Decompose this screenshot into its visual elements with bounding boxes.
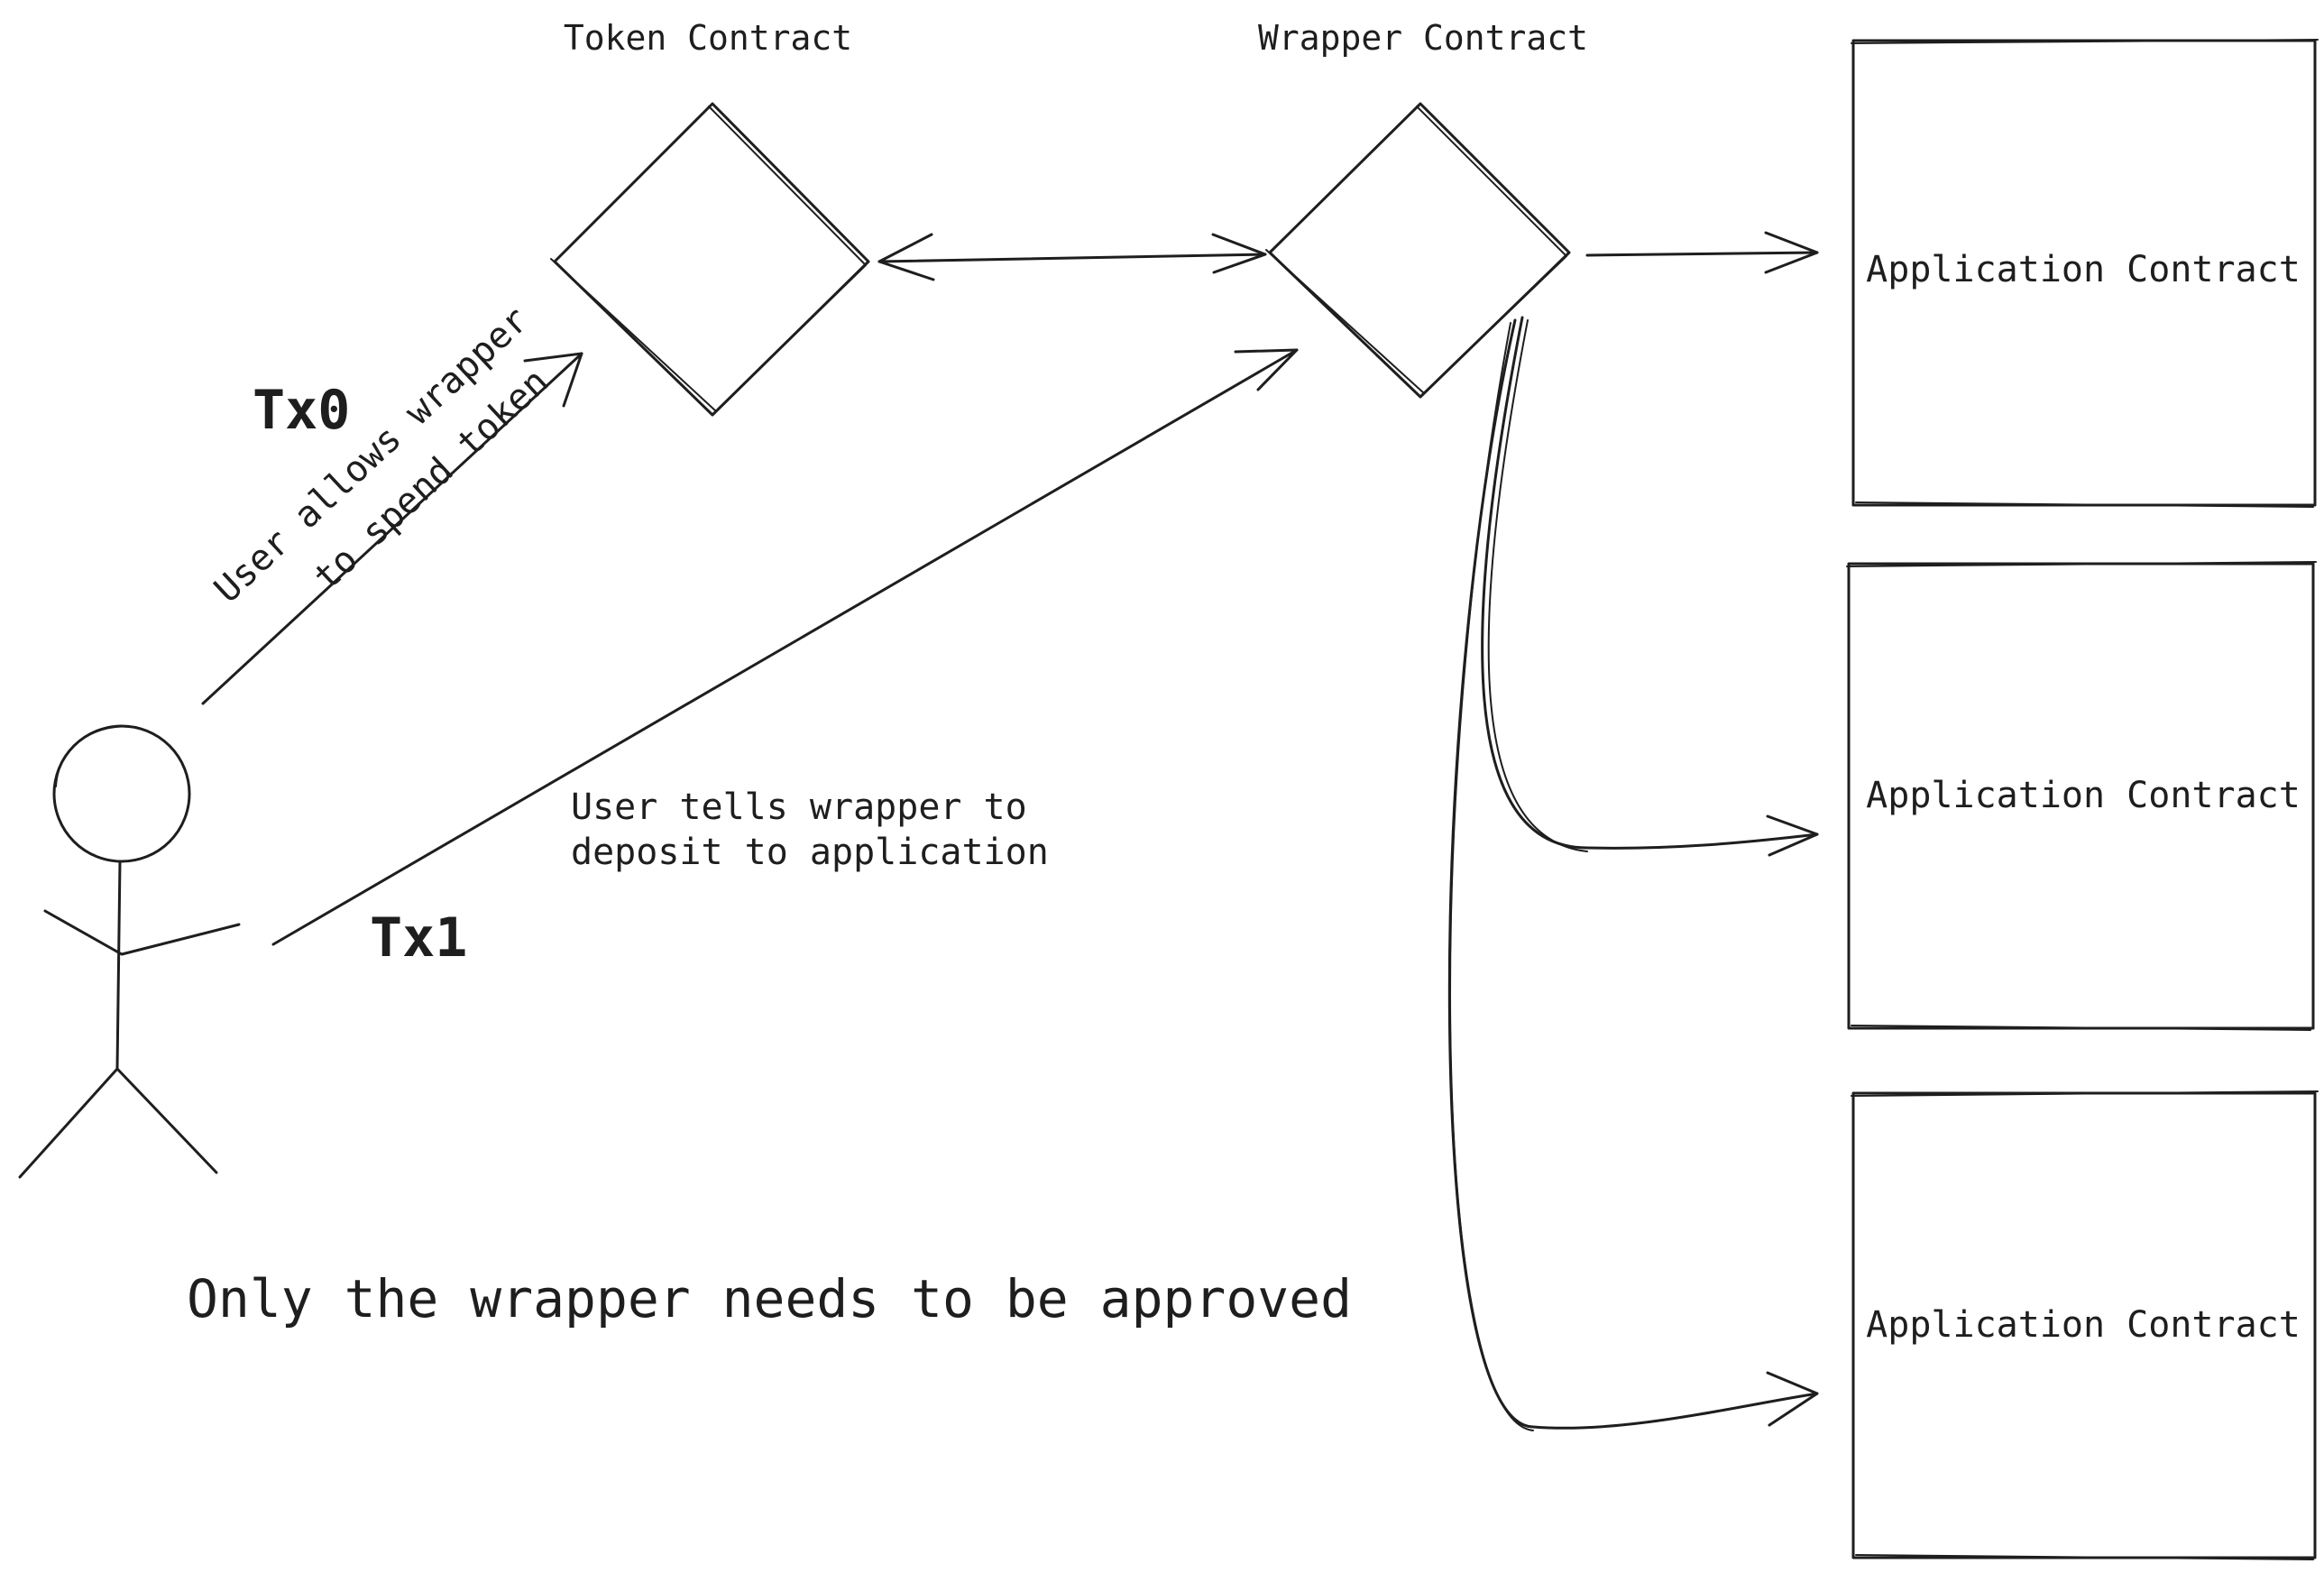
tx1-arrow [271,348,1299,946]
token-contract-node [550,102,870,417]
application-contract-box-1 [1851,39,2319,508]
application-contract-box-2 [1846,561,2317,1031]
wrapper-contract-node [1265,102,1571,399]
wrapper-app3-arrow [1447,318,1819,1431]
token-wrapper-arrow [877,233,1267,281]
application-contract-box-3 [1851,1090,2319,1560]
tx0-label: Tx0 [253,379,350,442]
token-contract-label: Token Contract [564,18,852,58]
application-contract-label-3: Application Contract [1866,1304,2301,1346]
application-contract-label-2: Application Contract [1866,775,2301,816]
diagram-caption: Only the wrapper needs to be approved [187,1268,1352,1329]
tx1-label: Tx1 [370,906,467,970]
tx1-description-line1: User tells wrapper to [571,786,1027,828]
wrapper-app1-arrow [1585,231,1819,274]
wrapper-app2-arrow [1481,316,1819,857]
user-stick-figure [18,724,241,1179]
wrapper-contract-label: Wrapper Contract [1258,18,1588,58]
tx1-description-line2: deposit to application [571,832,1049,873]
tx0-arrow [201,352,583,705]
application-contract-label-1: Application Contract [1866,249,2301,290]
